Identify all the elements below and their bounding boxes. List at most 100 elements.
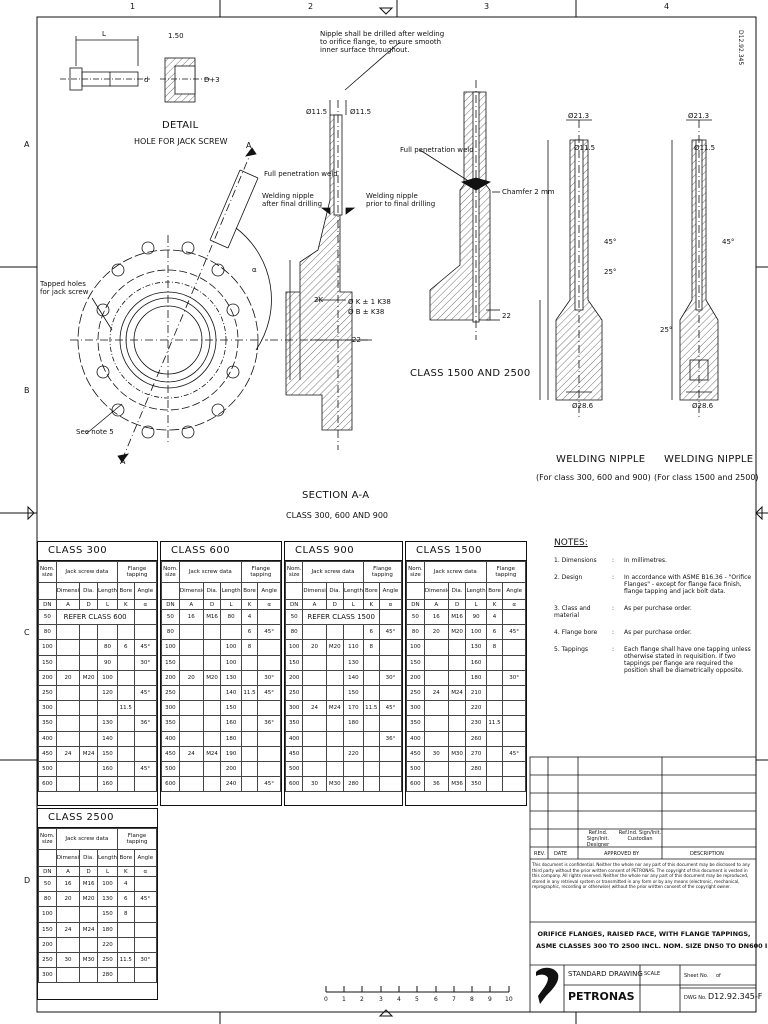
hdr-tap: Flange tapping (117, 561, 157, 583)
table-cell: 270 (465, 745, 487, 762)
scale-tick-label: 7 (452, 996, 456, 1003)
table-cell (79, 684, 98, 702)
table-cell: 150 (161, 654, 180, 671)
table-cell (378, 760, 403, 778)
table-cell (502, 730, 526, 747)
table-cell (502, 776, 526, 793)
table-cell: 140 (96, 730, 119, 747)
table-cell: 600 (406, 776, 425, 793)
dwg-number: D12.92.345-F (708, 992, 763, 1001)
table-cell (178, 715, 204, 732)
table-cell: 220 (342, 745, 364, 762)
table-cell: 220 (96, 936, 119, 953)
table-cell: 16 (55, 875, 81, 893)
hdr-dimension: Dimension (302, 582, 327, 600)
table-cell (133, 700, 158, 717)
table-cell (55, 967, 81, 984)
table-row: 500 (284, 760, 403, 778)
drawing-title-line2: ASME CLASSES 300 TO 2500 INCL. NOM. SIZE… (536, 942, 768, 950)
table-cell: M24 (447, 684, 467, 702)
hdr-nom: Nom. size (284, 561, 304, 583)
table-cell (447, 669, 467, 686)
table-cell: 30° (378, 669, 403, 686)
table-cell (240, 654, 259, 671)
table-cell: 150 (96, 906, 119, 923)
table-cell: 130 (96, 891, 119, 908)
table-cell (133, 967, 158, 984)
table-cell: 190 (220, 745, 242, 762)
col-description: DESCRIPTION (690, 851, 724, 857)
hdr-dia: Dia. (325, 582, 344, 600)
table-cell: 450 (161, 745, 180, 762)
table-cell: 450 (284, 745, 304, 762)
hdr-k: K (240, 599, 259, 610)
hdr-dia: Dia. (79, 582, 98, 600)
table-cell: M20 (79, 891, 98, 908)
table-cell: 6 (117, 639, 135, 656)
dwg-no-label: DWG No. (684, 995, 707, 1001)
table-cell: 45° (378, 700, 403, 717)
table-cell: 36° (133, 715, 158, 732)
table-cell: 180 (96, 921, 119, 938)
table-cell: M20 (447, 624, 467, 641)
table-cell (117, 730, 135, 747)
hdr-jack: Jack screw data (423, 561, 487, 583)
table-cell: 16 (423, 608, 449, 626)
table-cell (502, 654, 526, 671)
hdr-dimension: Dimension (178, 582, 204, 600)
table-cell (202, 730, 222, 747)
table-cell: 200 (220, 760, 242, 778)
table-cell: 45° (378, 624, 403, 641)
dim-label: 22 (502, 312, 511, 320)
hdr-tap: Flange tapping (485, 561, 527, 583)
hdr-nom: Nom. size (161, 561, 180, 583)
table-title: CLASS 600 (161, 542, 281, 561)
table-cell: 200 (161, 669, 180, 686)
table-cell (202, 700, 222, 717)
note-item: 2. Design:In accordance with ASME B16.36… (554, 574, 754, 595)
table-cell: 220 (465, 700, 487, 717)
table-cell: 180 (220, 730, 242, 747)
hdr-l: L (220, 599, 242, 610)
table-cell: REFER CLASS 1500 (302, 608, 380, 626)
table-cell (423, 639, 449, 656)
table-cell: 600 (38, 776, 57, 793)
table-cell: 500 (38, 760, 57, 778)
table-cell (133, 776, 158, 793)
note-value: As per purchase order. (624, 605, 692, 612)
table-cell: 50 (38, 875, 57, 893)
table-cell (202, 760, 222, 778)
table-cell: 260 (465, 730, 487, 747)
hdr-bore: Bore (117, 582, 135, 600)
hdr-dia: Dia. (202, 582, 222, 600)
hdr-l: L (465, 599, 487, 610)
hdr-tap: Flange tapping (240, 561, 282, 583)
table-cell: M30 (79, 951, 98, 969)
table-cell (55, 624, 81, 641)
table-cell (325, 669, 344, 686)
table-cell: 170 (342, 700, 364, 717)
table-cell (117, 715, 135, 732)
table-cell: 36 (423, 776, 449, 793)
table-cell (325, 654, 344, 671)
table-cell: M16 (79, 875, 98, 893)
table-cell (378, 654, 403, 671)
table-cell (79, 654, 98, 671)
table-cell (79, 760, 98, 778)
scale-tick-label: 1 (342, 996, 346, 1003)
hdr-bore: Bore (362, 582, 380, 600)
table-cell (485, 776, 504, 793)
detail-dim-l: L (102, 30, 106, 38)
table-cell (257, 745, 281, 762)
table-cell: 20 (55, 891, 81, 908)
section-subtitle: CLASS 300, 600 AND 900 (286, 511, 388, 520)
hdr-a: A (423, 599, 449, 610)
dim-label: Ø K ± 1 K38 (348, 298, 391, 306)
nipple-left-subtitle: (For class 300, 600 and 900) (536, 473, 651, 482)
table-cell: 160 (96, 760, 119, 778)
